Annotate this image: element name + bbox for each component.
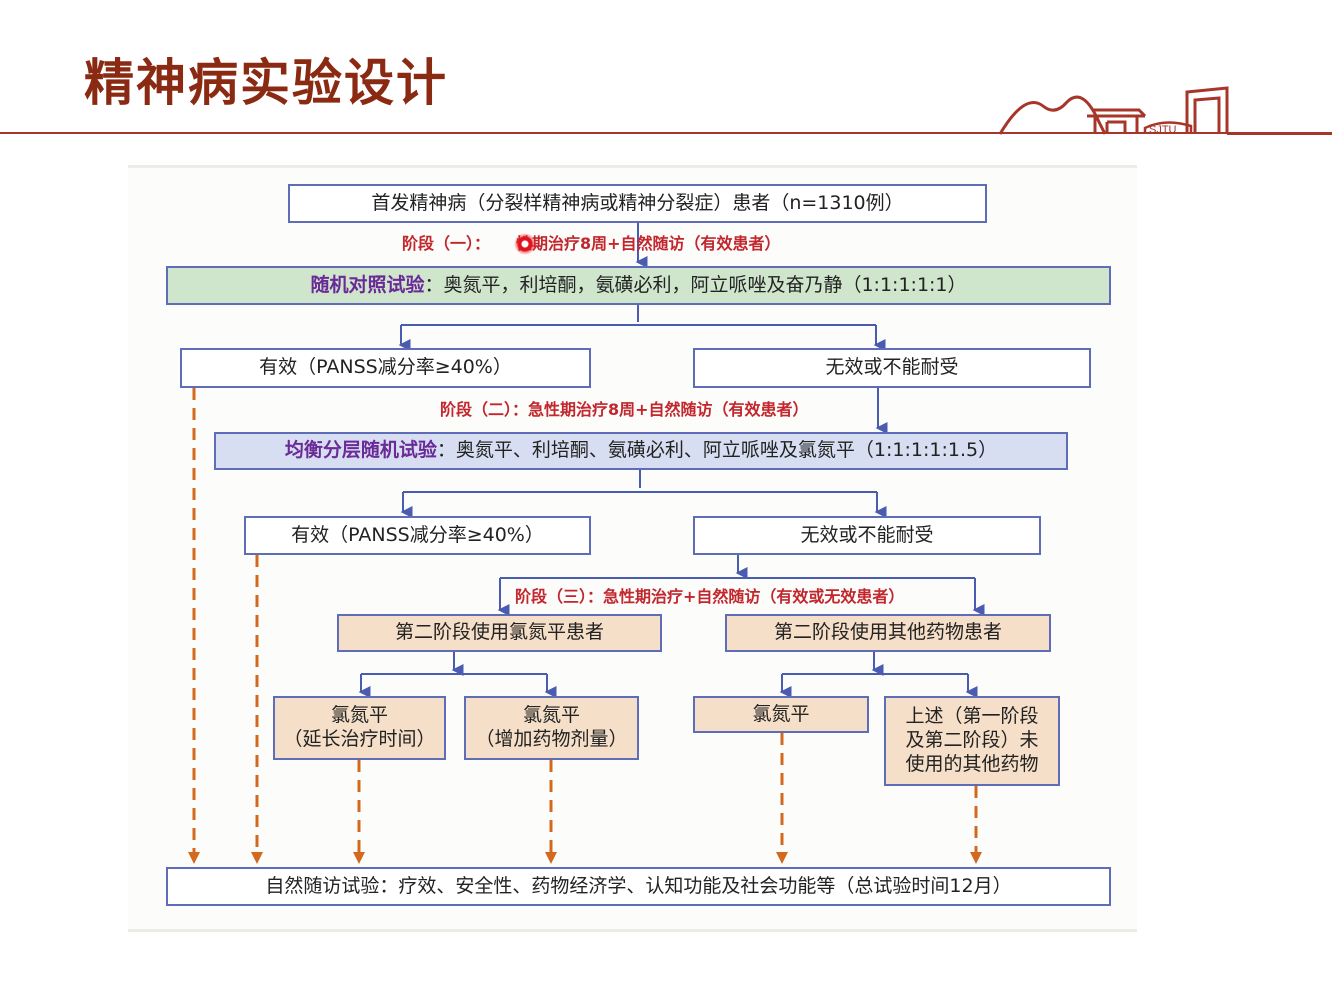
stage1-label: 阶段（一）： 性期治疗8周+自然随访（有效患者） [402, 236, 781, 252]
title-divider [0, 132, 1332, 134]
other-drugs-line1: 上述（第一阶段 [905, 705, 1039, 728]
clozapine-extend-box: 氯氮平 （延长治疗时间） [273, 696, 446, 760]
clozapine-dose-line2: （增加药物剂量） [475, 728, 628, 750]
rct-lead: 随机对照试验 [310, 273, 425, 296]
patients-label: 首发精神病（分裂样精神病或精神分裂症）患者（n=1310例） [371, 191, 904, 214]
other-group-box: 第二阶段使用其他药物患者 [725, 614, 1051, 652]
clozapine-extend-line2: （延长治疗时间） [283, 728, 436, 750]
balanced-rest: ：奥氮平、利培酮、氨磺必利、阿立哌唑及氯氮平（1:1:1:1:1.5） [436, 439, 998, 462]
clozapine-dose-line1: 氯氮平 [522, 704, 580, 727]
page-title: 精神病实验设计 [84, 54, 448, 112]
followup-label: 自然随访试验：疗效、安全性、药物经济学、认知功能及社会功能等（总试验时间12月） [265, 874, 1012, 897]
other-drugs-box: 上述（第一阶段 及第二阶段）未 使用的其他药物 [884, 696, 1060, 786]
cursor-dot [514, 233, 536, 255]
stage1-body: 性期治疗8周+自然随访（有效患者） [516, 234, 781, 253]
ineffective-box-1: 无效或不能耐受 [693, 348, 1091, 388]
clozapine-group-label: 第二阶段使用氯氮平患者 [394, 621, 604, 644]
clozapine-switch-box: 氯氮平 [693, 696, 869, 733]
clozapine-switch-label: 氯氮平 [752, 702, 810, 725]
effective-label-1: 有效（PANSS减分率≥40%） [259, 356, 512, 379]
balanced-lead: 均衡分层随机试验 [284, 439, 437, 462]
rct-rest: ：奥氮平，利培酮，氨磺必利，阿立哌唑及奋乃静（1:1:1:1:1） [424, 273, 967, 296]
effective-box-2: 有效（PANSS减分率≥40%） [244, 516, 591, 555]
stage3-label: 阶段（三）：急性期治疗+自然随访（有效或无效患者） [515, 587, 905, 606]
ineffective-label-2: 无效或不能耐受 [800, 523, 934, 546]
stage1-prefix: 阶段（一）： [402, 234, 491, 253]
clozapine-dose-box: 氯氮平 （增加药物剂量） [464, 696, 639, 760]
ineffective-label-1: 无效或不能耐受 [825, 356, 959, 379]
patients-box: 首发精神病（分裂样精神病或精神分裂症）患者（n=1310例） [288, 184, 987, 223]
balanced-box: 均衡分层随机试验：奥氮平、利培酮、氨磺必利、阿立哌唑及氯氮平（1:1:1:1:1… [214, 432, 1068, 470]
rct-box: 随机对照试验：奥氮平，利培酮，氨磺必利，阿立哌唑及奋乃静（1:1:1:1:1） [166, 266, 1111, 305]
ineffective-box-2: 无效或不能耐受 [693, 516, 1041, 555]
clozapine-group-box: 第二阶段使用氯氮平患者 [337, 614, 662, 652]
other-drugs-line2: 及第二阶段）未 [905, 729, 1039, 752]
other-drugs-line3: 使用的其他药物 [905, 752, 1039, 775]
other-group-label: 第二阶段使用其他药物患者 [773, 621, 1002, 644]
clozapine-extend-line1: 氯氮平 [330, 704, 388, 727]
effective-label-2: 有效（PANSS减分率≥40%） [291, 523, 544, 546]
effective-box-1: 有效（PANSS减分率≥40%） [180, 348, 591, 388]
followup-box: 自然随访试验：疗效、安全性、药物经济学、认知功能及社会功能等（总试验时间12月） [166, 867, 1111, 906]
stage2-label: 阶段（二）：急性期治疗8周+自然随访（有效患者） [440, 400, 809, 419]
